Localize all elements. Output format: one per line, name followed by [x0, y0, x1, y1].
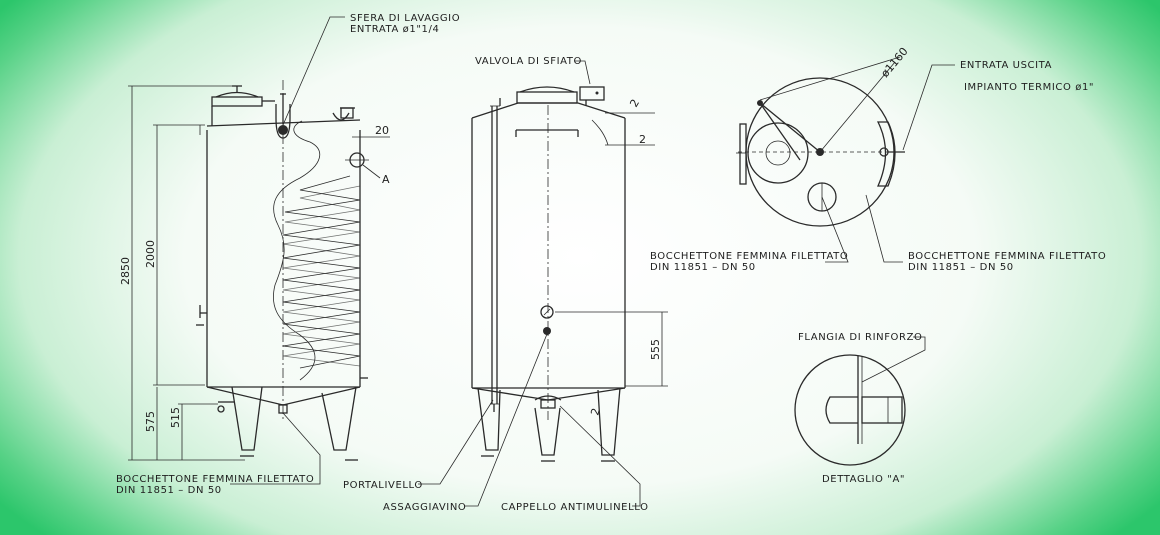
label-boc-top-left-2: DIN 11851 – DN 50 — [650, 262, 756, 273]
sampling-valve-icon — [540, 305, 554, 319]
middle-elevation-view: 555 2 2 2 — [418, 60, 668, 507]
label-boc-bottom-1: BOCCHETTONE FEMMINA FILETTATO — [116, 474, 314, 485]
leader-portalivello — [418, 399, 494, 485]
label-boc-top-right-2: DIN 11851 – DN 50 — [908, 262, 1014, 273]
leader-boc-right — [865, 194, 903, 263]
detail-a-circle — [794, 354, 906, 466]
manhole-plan — [747, 122, 809, 184]
dim-555: 555 — [649, 339, 662, 360]
leader-boc-left — [821, 196, 849, 263]
dim-2000: 2000 — [144, 240, 157, 268]
roof — [471, 102, 626, 119]
label-sfera-1: SFERA DI LAVAGGIO — [350, 13, 460, 24]
manhole-lid — [516, 91, 578, 104]
plan-view: ø1160 — [736, 45, 955, 263]
flange-pipe — [825, 396, 858, 424]
detail-a-view — [794, 336, 926, 466]
label-boc-top-left-1: BOCCHETTONE FEMMINA FILETTATO — [650, 251, 848, 262]
dim-575: 575 — [144, 411, 157, 432]
leg-right — [597, 387, 621, 456]
leg-middle — [534, 407, 561, 456]
dim-slope-bottom: 2 — [588, 407, 602, 417]
label-entrata-2: IMPIANTO TERMICO ø1" — [964, 82, 1094, 93]
dim-slope-side: 2 — [639, 133, 646, 146]
leader-entrata — [902, 64, 955, 151]
dim-515: 515 — [169, 407, 182, 428]
cutaway-edge — [272, 120, 321, 381]
leg-left — [477, 387, 501, 451]
label-sfera-2: ENTRATA ø1"1/4 — [350, 24, 439, 35]
label-portalivello: PORTALIVELLO — [343, 480, 423, 491]
manhole-lid — [211, 96, 263, 107]
vent-valve — [579, 86, 605, 101]
label-flangia: FLANGIA DI RINFORZO — [798, 332, 923, 343]
label-dettaglio: DETTAGLIO "A" — [822, 474, 905, 485]
leader-flangia — [861, 336, 926, 383]
label-boc-bottom-2: DIN 11851 – DN 50 — [116, 485, 222, 496]
dim-20: 20 — [375, 124, 389, 137]
label-assaggiavino: ASSAGGIAVINO — [383, 502, 466, 513]
leader-assaggiavino — [464, 333, 548, 507]
leg-left — [231, 386, 263, 451]
left-elevation-view: A 2850 2000 575 515 20 — [119, 16, 390, 485]
label-boc-top-right-1: BOCCHETTONE FEMMINA FILETTATO — [908, 251, 1106, 262]
leader-cappello — [559, 405, 641, 507]
label-cappello: CAPPELLO ANTIMULINELLO — [501, 502, 649, 513]
leg-right — [321, 386, 357, 451]
labels: SFERA DI LAVAGGIO ENTRATA ø1"1/4 VALVOLA… — [116, 13, 1106, 513]
center-spray-ball-icon — [816, 148, 824, 156]
label-valvola: VALVOLA DI SFIATO — [475, 56, 582, 67]
leader-valvola — [575, 60, 591, 85]
dim-slope-top: 2 — [627, 97, 642, 110]
leader-sfera — [282, 16, 345, 126]
jacket-coils — [282, 175, 361, 369]
label-entrata-1: ENTRATA USCITA — [960, 60, 1052, 71]
leader-bocchettone-bottom — [230, 412, 321, 485]
detail-a-mark: A — [382, 173, 390, 186]
dim-2850: 2850 — [119, 257, 132, 285]
